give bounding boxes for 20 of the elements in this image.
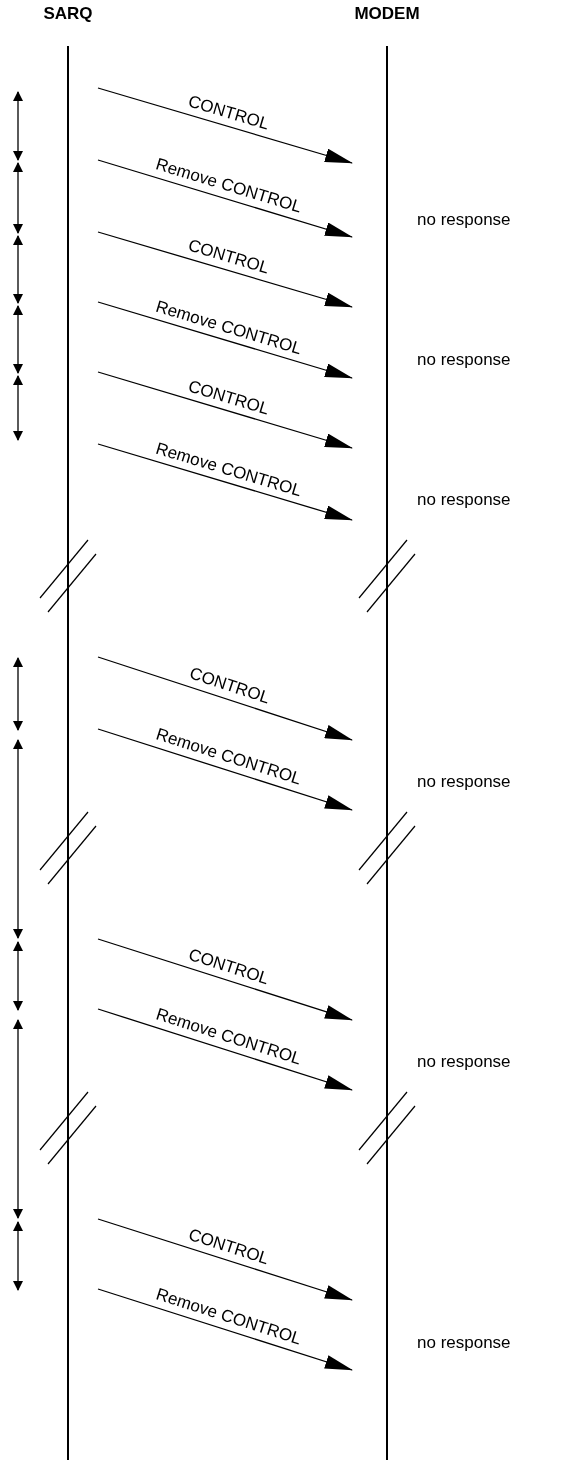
note-text: no response bbox=[417, 350, 511, 370]
note-text: no response bbox=[417, 1333, 511, 1353]
message-arrow bbox=[97, 301, 353, 379]
message-arrow bbox=[97, 1288, 353, 1371]
message-arrow bbox=[97, 159, 353, 238]
message-arrow bbox=[97, 87, 353, 164]
message-arrow bbox=[97, 371, 353, 449]
message-arrow bbox=[97, 656, 353, 741]
participant-label: MODEM bbox=[353, 4, 421, 24]
note-text: no response bbox=[417, 490, 511, 510]
note-text: no response bbox=[417, 772, 511, 792]
message-arrow bbox=[97, 938, 353, 1021]
message-arrow bbox=[97, 1218, 353, 1301]
message-arrow bbox=[97, 231, 353, 308]
message-arrow bbox=[97, 1008, 353, 1091]
participant-label: SARQ bbox=[42, 4, 94, 24]
message-arrow bbox=[97, 443, 353, 521]
note-text: no response bbox=[417, 1052, 511, 1072]
note-text: no response bbox=[417, 210, 511, 230]
message-arrow bbox=[97, 728, 353, 811]
